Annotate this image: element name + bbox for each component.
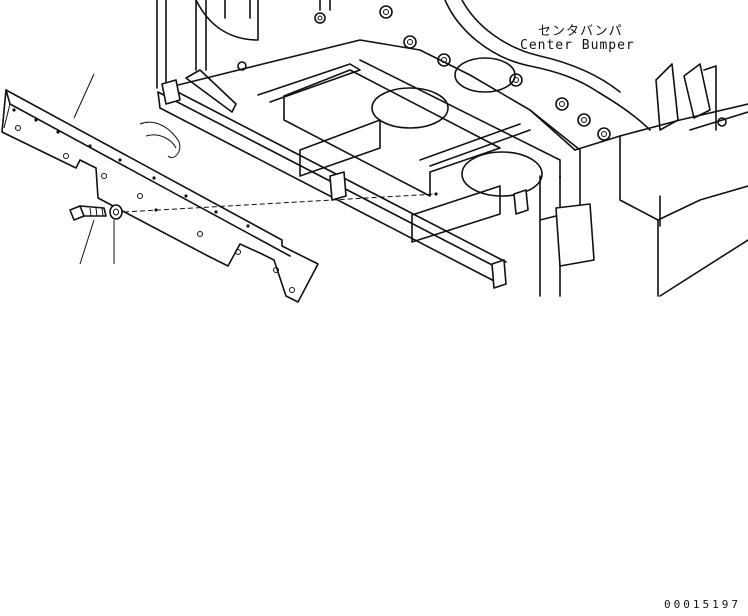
main-frame [139,0,748,297]
center-bumper-label-jp: センタバンパ [538,24,623,39]
drawing-code: 00015197 [664,598,741,611]
guard-plate [1,89,319,303]
bolt-leader-line [79,219,95,265]
plate-leader-line [73,73,95,119]
center-bumper-label-en: Center Bumper [520,38,635,53]
assembly-lines [73,73,438,265]
bolt [69,205,107,221]
plate-holes [12,108,295,293]
washer [109,204,123,220]
